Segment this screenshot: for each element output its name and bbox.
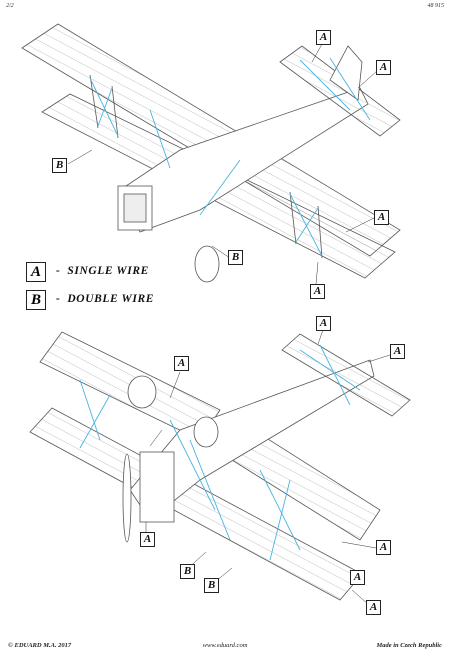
- top-tailplane: [279, 45, 401, 137]
- legend-key: A: [26, 262, 46, 282]
- callout-a: A: [366, 600, 381, 615]
- top-fin: [329, 45, 363, 101]
- legend-item-single-wire: A - SINGLE WIRE: [26, 262, 231, 286]
- bottom-wheel-1: [127, 375, 157, 409]
- top-aircraft: [21, 23, 401, 283]
- callout-a: A: [374, 210, 389, 225]
- callout-b: B: [204, 578, 219, 593]
- copyright: © EDUARD M.A. 2017: [8, 642, 72, 649]
- callout-a: A: [310, 284, 325, 299]
- callout-a: A: [350, 570, 365, 585]
- callout-b: B: [228, 250, 243, 265]
- origin: Made in Czech Republic: [376, 642, 442, 649]
- bottom-engine: [139, 451, 175, 523]
- bottom-propeller: [122, 453, 132, 543]
- callout-a: A: [316, 30, 331, 45]
- top-wires: [89, 57, 371, 257]
- legend-item-double-wire: B - DOUBLE WIRE: [26, 290, 231, 314]
- bottom-aircraft: [29, 331, 411, 601]
- callout-a: A: [390, 344, 405, 359]
- bottom-wires: [79, 344, 361, 561]
- legend: A - SINGLE WIRE B - DOUBLE WIRE: [26, 262, 231, 318]
- bottom-wheel-2: [193, 416, 219, 448]
- top-wheel: [194, 245, 220, 283]
- callout-a: A: [376, 60, 391, 75]
- legend-key: B: [26, 290, 46, 310]
- bottom-tailplane: [281, 333, 411, 417]
- callout-b: B: [180, 564, 195, 579]
- callout-a: A: [140, 532, 155, 547]
- callout-a: A: [376, 540, 391, 555]
- legend-label: - SINGLE WIRE: [56, 265, 149, 277]
- sheet-number: 2/2: [6, 3, 14, 9]
- callout-b: B: [52, 158, 67, 173]
- product-code: 48 915: [427, 3, 445, 9]
- callout-a: A: [174, 356, 189, 371]
- legend-label: - DOUBLE WIRE: [56, 293, 154, 305]
- website: www.eduard.com: [202, 642, 248, 649]
- callout-a: A: [316, 316, 331, 331]
